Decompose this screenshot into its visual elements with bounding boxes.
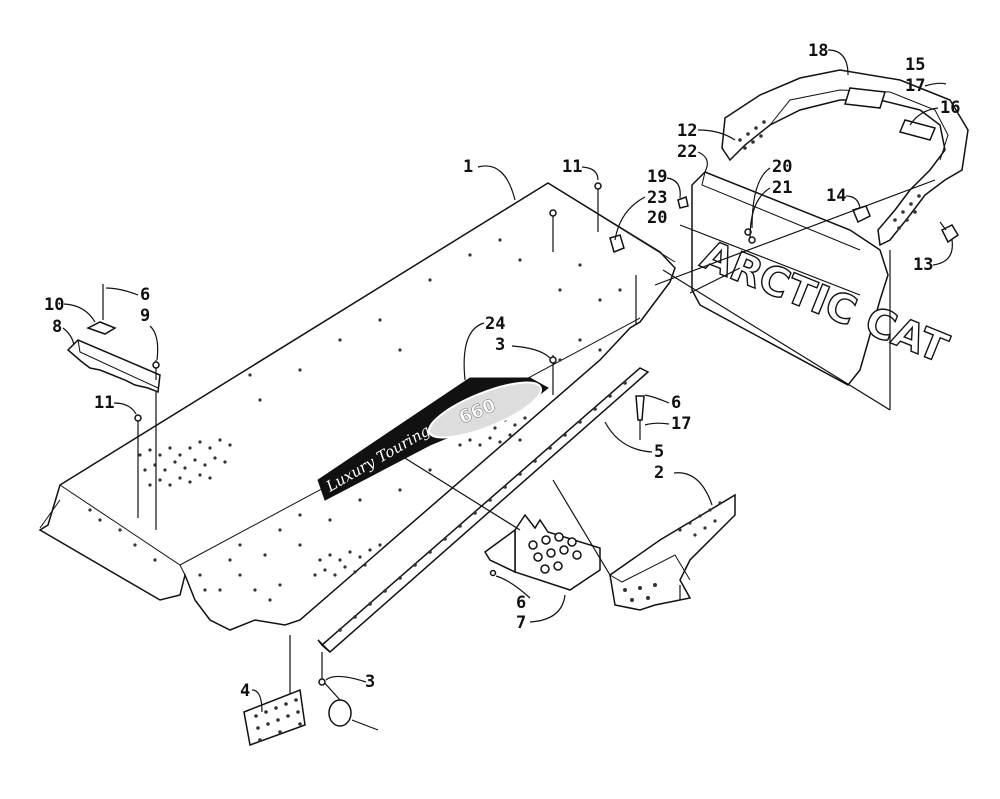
callout-4: 4 xyxy=(240,681,250,701)
rear-bumper xyxy=(609,69,969,411)
callout-23: 23 xyxy=(647,188,667,208)
callout-6-left: 6 xyxy=(140,285,150,305)
callout-13: 13 xyxy=(913,255,933,275)
callout-10: 10 xyxy=(44,295,64,315)
callout-11-left: 11 xyxy=(94,393,114,413)
callout-11-top: 11 xyxy=(562,157,582,177)
tunnel-body xyxy=(38,182,676,631)
callout-16: 16 xyxy=(940,98,960,118)
mounting-plate xyxy=(243,678,379,747)
callout-8: 8 xyxy=(52,317,62,337)
callout-2: 2 xyxy=(654,463,664,483)
callout-6-right: 6 xyxy=(671,393,681,413)
callout-17-right: 17 xyxy=(671,414,691,434)
callout-labels: 1 11 19 23 20 20 21 12 22 18 15 17 16 xyxy=(44,41,960,713)
callout-6-bottom: 6 xyxy=(516,593,526,613)
callout-18: 18 xyxy=(808,41,828,61)
callout-20-right: 20 xyxy=(772,157,792,177)
running-board-rail xyxy=(317,367,650,653)
callout-24: 24 xyxy=(485,314,505,334)
fastener-leader-lines xyxy=(134,182,645,700)
callout-1: 1 xyxy=(463,157,473,177)
callout-19: 19 xyxy=(647,167,667,187)
callout-21: 21 xyxy=(772,178,792,198)
tunnel-perforations xyxy=(88,238,622,602)
callout-12: 12 xyxy=(677,121,697,141)
foot-bracket xyxy=(399,454,601,591)
callout-7: 7 xyxy=(516,613,526,633)
callout-9: 9 xyxy=(140,306,150,326)
callout-3-top: 3 xyxy=(495,335,505,355)
callout-17-top: 17 xyxy=(905,76,925,96)
callout-5: 5 xyxy=(654,442,664,462)
callout-3-bottom: 3 xyxy=(365,672,375,692)
callout-20-left: 20 xyxy=(647,208,667,228)
callout-15: 15 xyxy=(905,55,925,75)
callout-22: 22 xyxy=(677,142,697,162)
hitch-bracket-left xyxy=(66,284,161,394)
side-bracket xyxy=(552,479,736,611)
callout-14: 14 xyxy=(826,186,846,206)
